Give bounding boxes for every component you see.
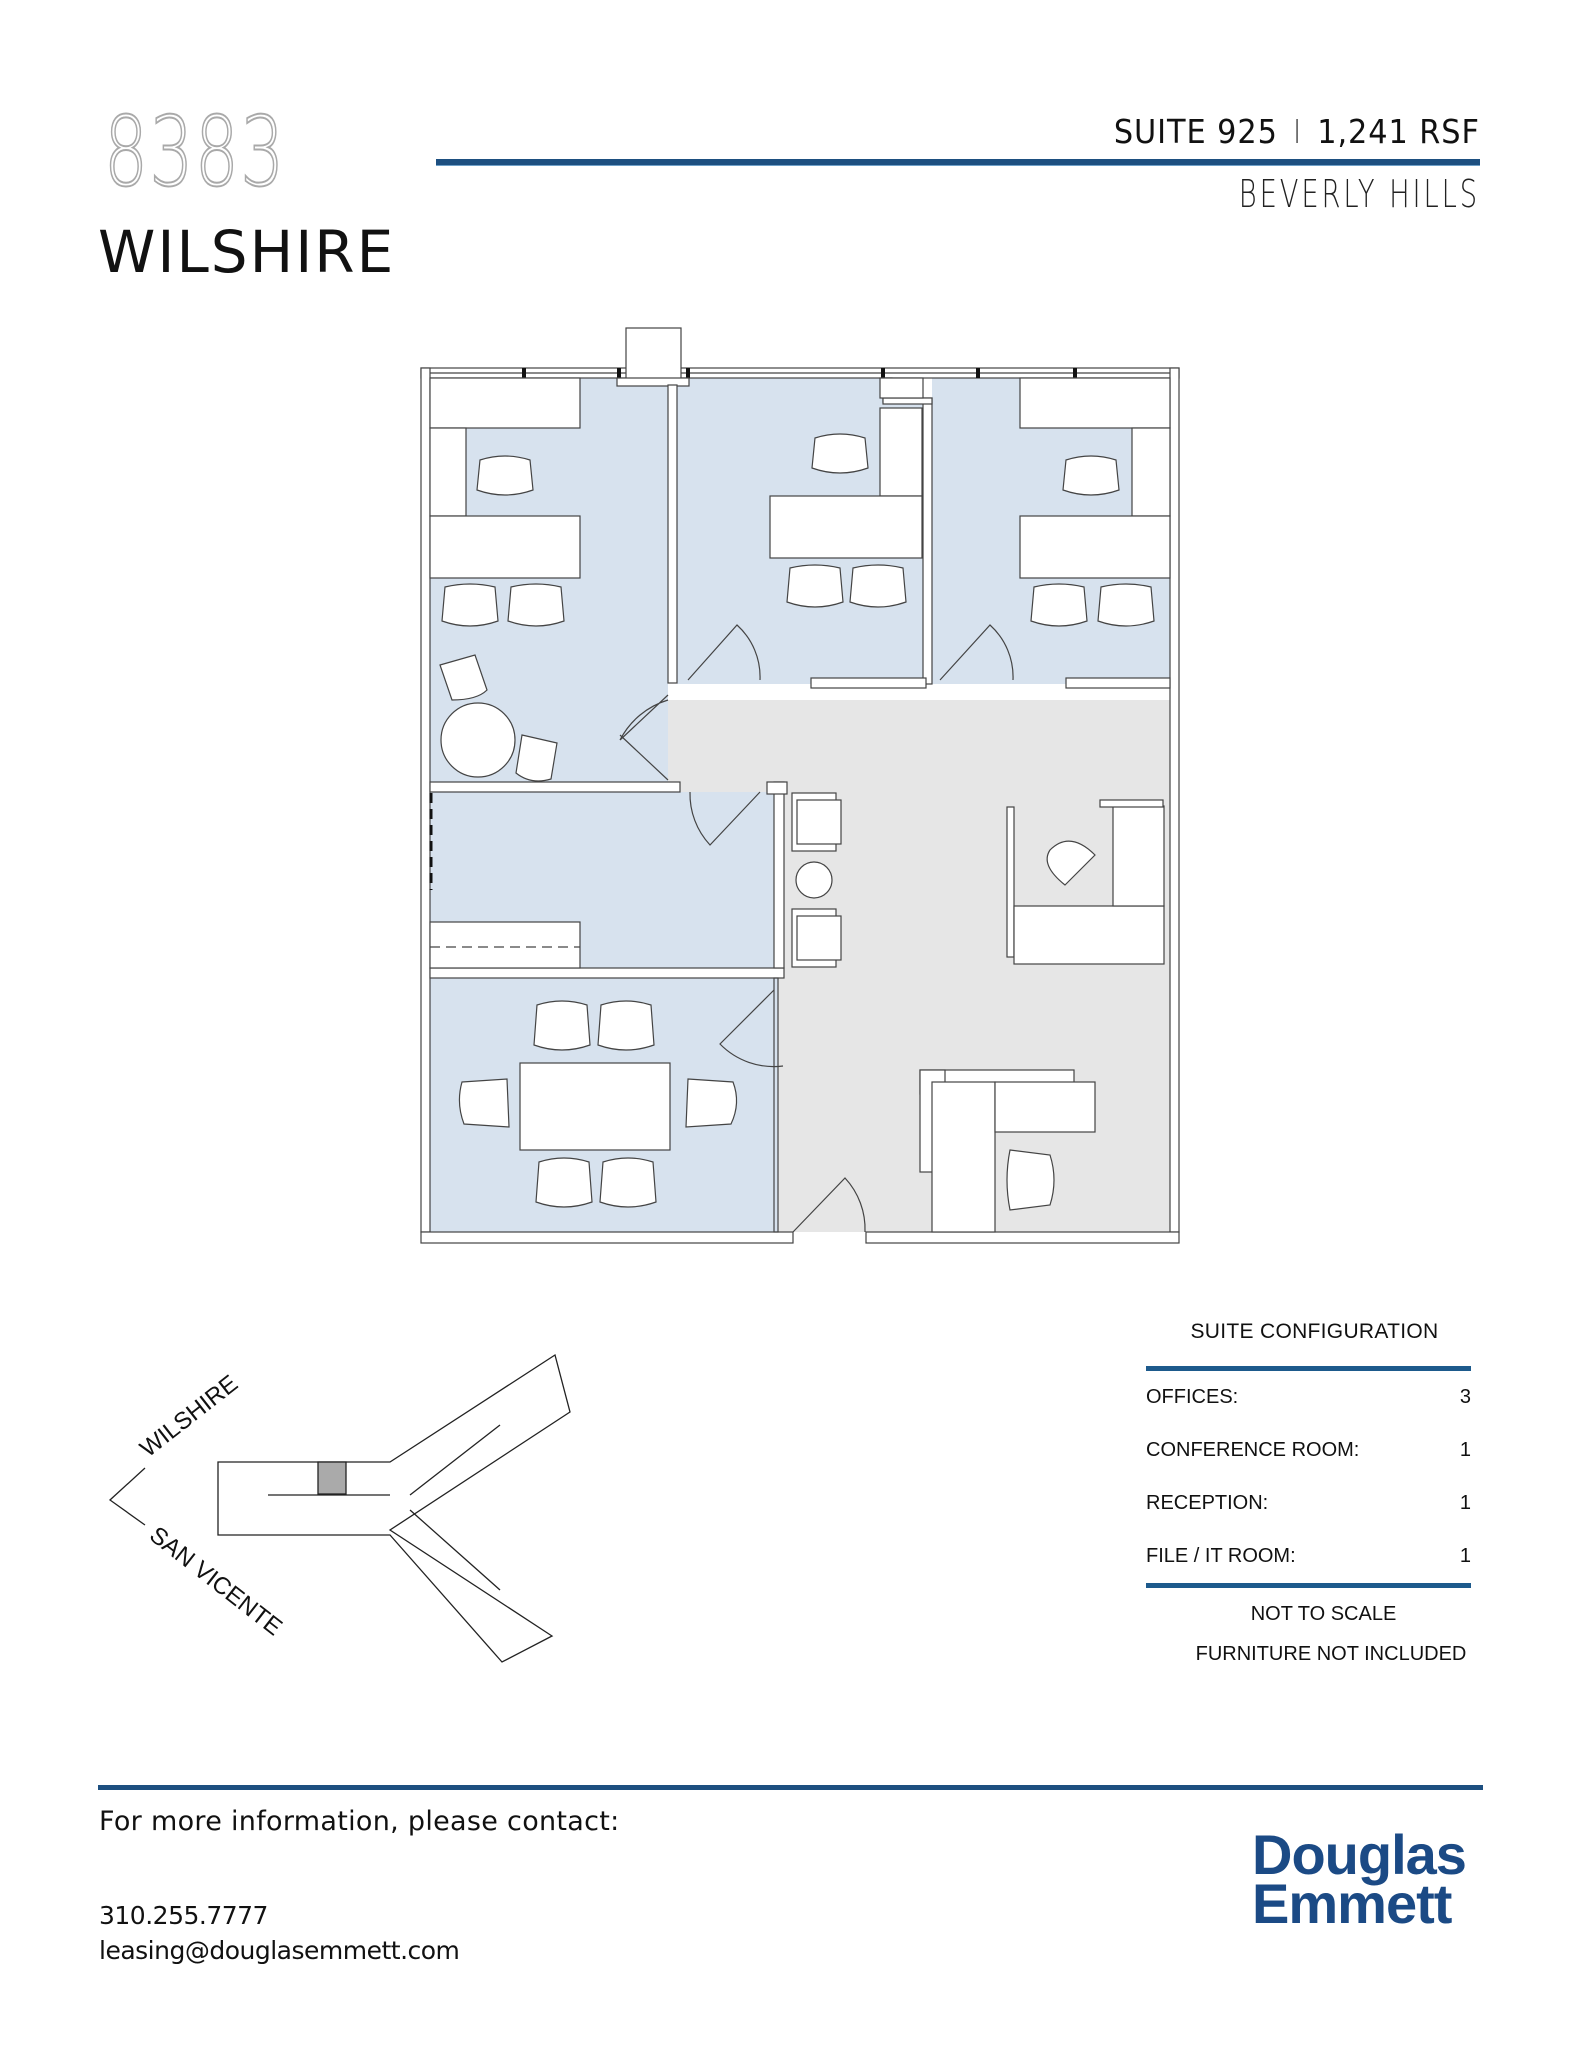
config-label: CONFERENCE ROOM: bbox=[1146, 1439, 1360, 1461]
config-label: OFFICES: bbox=[1146, 1386, 1239, 1408]
config-label: RECEPTION: bbox=[1146, 1492, 1269, 1514]
config-divider-bottom bbox=[1146, 1583, 1471, 1588]
logo-line-2: Emmett bbox=[1252, 1872, 1452, 1935]
config-row-file-it: FILE / IT ROOM: 1 bbox=[1146, 1530, 1471, 1583]
separator: I bbox=[1292, 112, 1303, 151]
street-label-san-vicente: SAN VICENTE bbox=[144, 1521, 287, 1641]
suite-configuration: SUITE CONFIGURATION OFFICES: 3 CONFERENC… bbox=[1146, 1320, 1471, 1668]
config-divider-top bbox=[1146, 1366, 1471, 1371]
suite-info: SUITE 925 I 1,241 RSF bbox=[1114, 112, 1480, 152]
config-value: 1 bbox=[1459, 1492, 1471, 1514]
building-number: 8383 bbox=[103, 96, 286, 208]
douglas-emmett-logo: Douglas Emmett bbox=[1252, 1823, 1467, 1935]
suite-number: SUITE 925 bbox=[1113, 112, 1279, 151]
street-label-wilshire: WILSHIRE bbox=[135, 1370, 243, 1463]
contact-phone[interactable]: 310.255.7777 bbox=[99, 1901, 268, 1930]
building-name: WILSHIRE bbox=[98, 218, 396, 286]
footer-divider bbox=[98, 1785, 1483, 1790]
floor-plan bbox=[420, 327, 1180, 1244]
not-to-scale-note: NOT TO SCALE bbox=[1250, 1603, 1397, 1625]
logo-line-1: Douglas bbox=[1252, 1823, 1467, 1886]
config-row-reception: RECEPTION: 1 bbox=[1146, 1477, 1471, 1530]
config-value: 3 bbox=[1459, 1386, 1471, 1408]
config-label: FILE / IT ROOM: bbox=[1146, 1545, 1296, 1567]
config-value: 1 bbox=[1459, 1545, 1471, 1567]
furniture-note: FURNITURE NOT INCLUDED bbox=[1195, 1643, 1467, 1665]
city-name: BEVERLY HILLS bbox=[1238, 172, 1480, 216]
suite-area: 1,241 RSF bbox=[1317, 112, 1480, 151]
config-value: 1 bbox=[1459, 1439, 1471, 1461]
building-key-map: WILSHIRE SAN VICENTE bbox=[108, 1353, 571, 1663]
contact-heading: For more information, please contact: bbox=[99, 1806, 620, 1837]
config-row-conference: CONFERENCE ROOM: 1 bbox=[1146, 1424, 1471, 1477]
contact-email[interactable]: leasing@douglasemmett.com bbox=[99, 1936, 460, 1965]
config-title: SUITE CONFIGURATION bbox=[1190, 1320, 1439, 1343]
header-divider bbox=[436, 159, 1480, 166]
config-row-offices: OFFICES: 3 bbox=[1146, 1371, 1471, 1424]
